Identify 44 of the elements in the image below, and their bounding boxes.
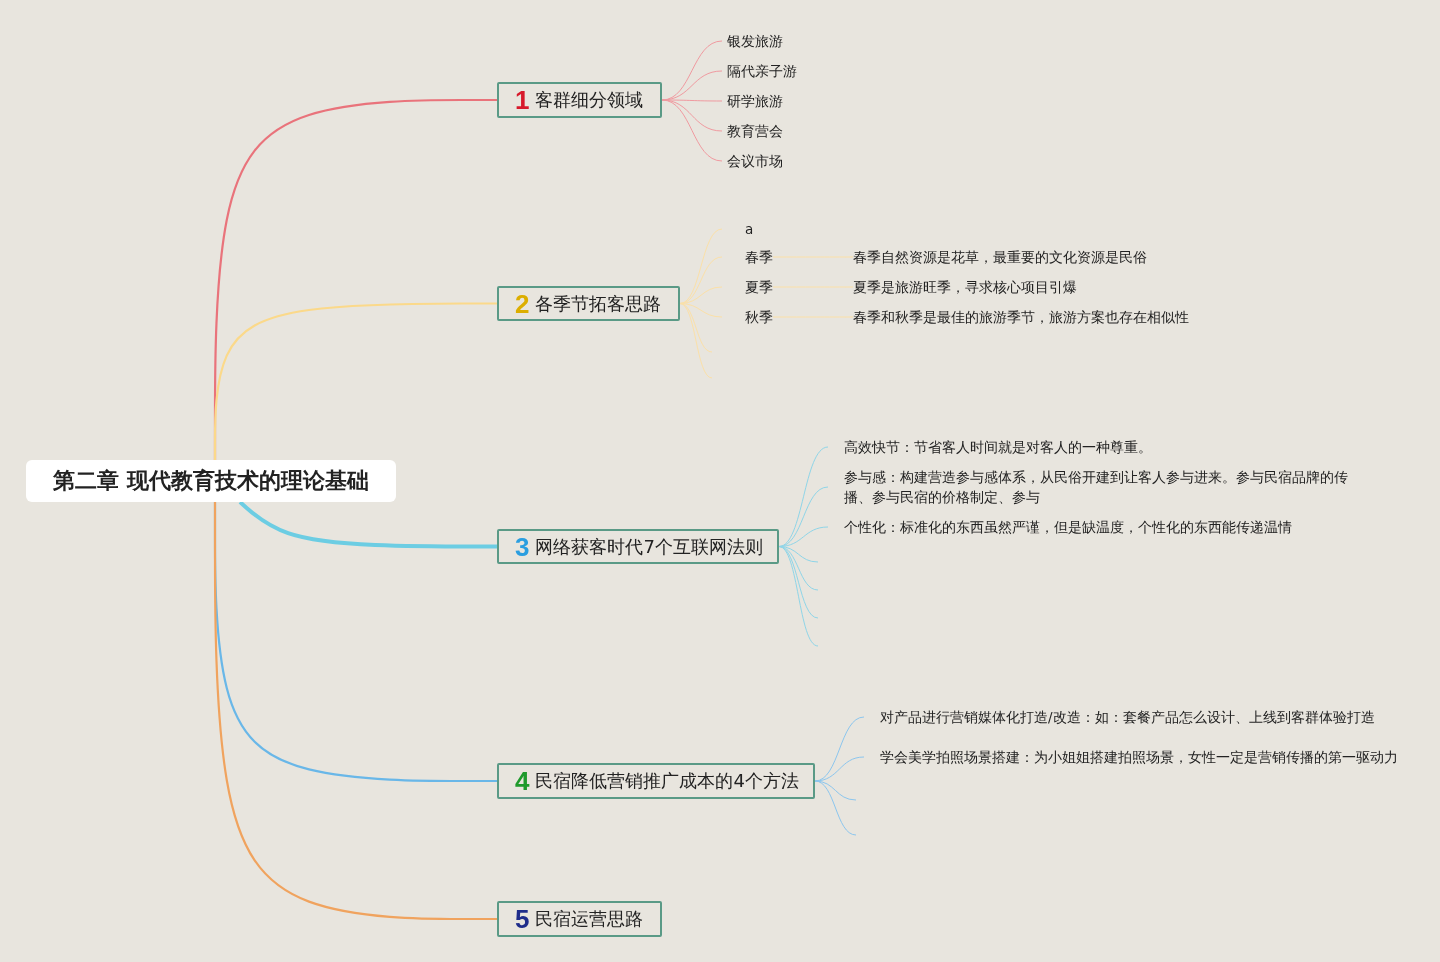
branch-text: 研学旅游 xyxy=(727,92,783,111)
branch-text: 隔代亲子游 xyxy=(727,62,797,81)
branch-line xyxy=(213,302,497,460)
branch-text: 对产品进行营销媒体化打造/改造：如：套餐产品怎么设计、上线到客群体验打造 xyxy=(880,708,1375,727)
central-topic-box xyxy=(26,460,396,502)
branch-topic-box xyxy=(497,529,779,564)
topic-number: 1 xyxy=(515,87,530,113)
branch-topic-box xyxy=(497,82,662,118)
branch-text: 个性化：标准化的东西虽然严谨，但是缺温度，个性化的东西能传递温情 xyxy=(844,518,1292,537)
branch-line xyxy=(814,780,857,801)
topic-number: 4 xyxy=(515,768,530,794)
branch-text: 夏季 xyxy=(745,278,773,297)
branch-text: 银发旅游 xyxy=(727,32,783,51)
branch-text: a xyxy=(745,220,754,239)
branch-line xyxy=(238,500,497,549)
branch-text: 学会美学拍照场景搭建：为小姐姐搭建拍照场景，女性一定是营销传播的第一驱动力 xyxy=(880,748,1398,767)
branch-topic-box xyxy=(497,901,662,937)
topic-label: 网络获客时代7个互联网法则 xyxy=(535,534,763,559)
topic-number: 5 xyxy=(515,906,530,932)
branch-line xyxy=(679,303,713,353)
branch-text: 秋季 xyxy=(745,308,773,327)
branch-text: 夏季是旅游旺季，寻求核心项目引爆 xyxy=(853,278,1077,297)
topic-label: 民宿降低营销推广成本的4个方法 xyxy=(535,769,799,793)
branch-text: 春季自然资源是花草，最重要的文化资源是民俗 xyxy=(853,248,1147,267)
topic-label: 民宿运营思路 xyxy=(535,907,644,931)
branch-text: 参与感：构建营造参与感体系，从民俗开建到让客人参与进来。参与民宿品牌的传播、参与民宿的价格制定、参与 xyxy=(844,468,1349,507)
branch-line xyxy=(679,256,723,304)
branch-line xyxy=(213,502,497,921)
branch-topic-box xyxy=(497,763,815,799)
branch-line xyxy=(814,780,857,836)
branch-line xyxy=(778,486,829,547)
topic-number: 2 xyxy=(515,290,530,317)
central-topic-label: 第二章 现代教育技术的理论基础 xyxy=(53,467,369,495)
branch-topic-box xyxy=(497,286,680,321)
branch-text: 春季 xyxy=(745,248,773,267)
branch-text: 教育营会 xyxy=(727,122,783,141)
topic-label: 客群细分领域 xyxy=(535,88,644,112)
topic-label: 各季节拓客思路 xyxy=(535,291,662,316)
branch-text: 会议市场 xyxy=(727,152,783,171)
branch-text: 高效快节：节省客人时间就是对客人的一种尊重。 xyxy=(844,438,1152,457)
branch-line xyxy=(778,546,819,647)
branch-line xyxy=(679,303,713,379)
branch-text: 春季和秋季是最佳的旅游季节，旅游方案也存在相似性 xyxy=(853,308,1189,327)
topic-number: 3 xyxy=(515,533,530,560)
